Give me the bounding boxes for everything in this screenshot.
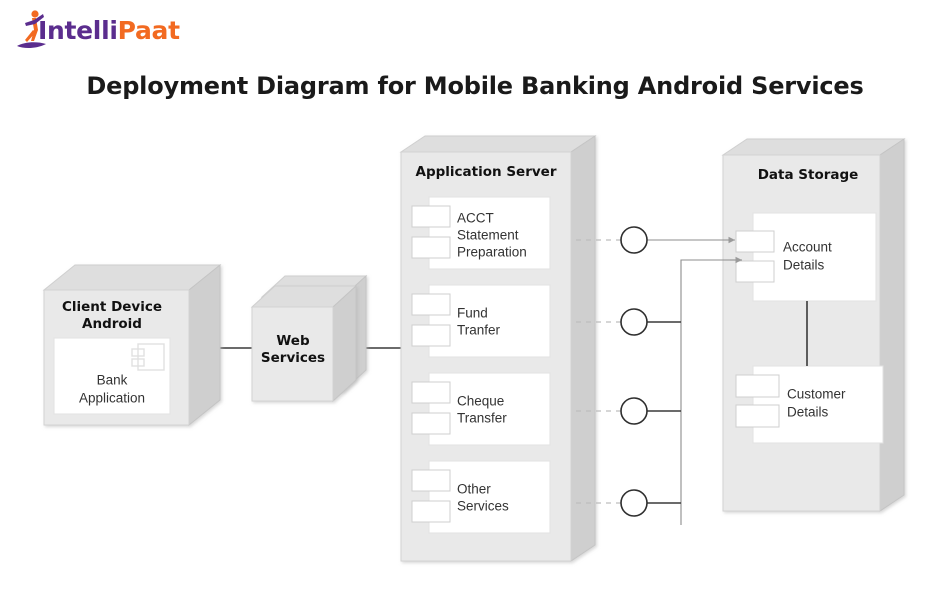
application-server-side-face bbox=[570, 135, 596, 562]
fund-tranfer-label-line1: Fund bbox=[457, 306, 488, 321]
interface-ball-3 bbox=[620, 397, 648, 425]
component-cheque-transfer: Cheque Transfer bbox=[411, 372, 551, 446]
account-details-label-line1: Account bbox=[783, 240, 832, 255]
other-services-tab-upper bbox=[411, 469, 451, 492]
uml-component-icon bbox=[131, 343, 165, 371]
component-acct-statement-preparation: ACCT Statement Preparation bbox=[411, 196, 551, 270]
node-web-services bbox=[250, 284, 358, 403]
application-server-title: Application Server bbox=[416, 164, 557, 180]
client-device-side-face bbox=[188, 263, 221, 427]
intellipaat-logo: IntelliPaat bbox=[16, 6, 196, 54]
data-storage-side-face bbox=[879, 138, 905, 512]
logo-word-intelli: Intelli bbox=[38, 15, 118, 45]
customer-details-label-line1: Customer bbox=[787, 387, 846, 402]
account-details-label-line2: Details bbox=[783, 258, 825, 273]
acct-statement-label-line2: Statement bbox=[457, 228, 519, 243]
interface-ball-2 bbox=[620, 308, 648, 336]
node-data-storage bbox=[721, 138, 906, 512]
acct-statement-tab-upper bbox=[411, 205, 451, 228]
bank-application-label-line2: Application bbox=[79, 391, 145, 406]
logo-word-paat: Paat bbox=[117, 15, 180, 45]
customer-details-tab-lower bbox=[735, 404, 780, 428]
web-services-title-line2: Services bbox=[261, 350, 325, 366]
component-account-details: Account Details bbox=[735, 212, 877, 302]
web-services-title-line1: Web bbox=[276, 333, 310, 349]
account-details-box bbox=[752, 212, 877, 302]
cheque-transfer-tab-upper bbox=[411, 381, 451, 404]
customer-details-label-line2: Details bbox=[787, 405, 829, 420]
page-title: Deployment Diagram for Mobile Banking An… bbox=[86, 72, 864, 100]
web-services-front-face bbox=[251, 306, 334, 402]
cheque-transfer-label-line1: Cheque bbox=[457, 394, 504, 409]
data-storage-top-face bbox=[721, 138, 906, 156]
application-server-top-face bbox=[399, 135, 597, 153]
other-services-label-line1: Other bbox=[457, 482, 491, 497]
component-other-services: Other Services bbox=[411, 460, 551, 534]
component-customer-details: Customer Details bbox=[735, 365, 884, 444]
fund-tranfer-tab-lower bbox=[411, 324, 451, 347]
fund-tranfer-label-line2: Tranfer bbox=[457, 323, 501, 338]
fund-tranfer-tab-upper bbox=[411, 293, 451, 316]
connector-trunk-bus bbox=[680, 259, 740, 525]
person-figure-icon bbox=[16, 8, 50, 52]
acct-statement-label-line1: ACCT bbox=[457, 211, 494, 226]
cheque-transfer-tab-lower bbox=[411, 412, 451, 435]
data-storage-front-face bbox=[722, 154, 881, 512]
customer-details-tab-upper bbox=[735, 374, 780, 398]
data-storage-title: Data Storage bbox=[758, 167, 859, 183]
client-device-title-line2: Android bbox=[82, 316, 142, 332]
component-bank-application: Bank Application bbox=[53, 337, 171, 415]
web-services-side-face bbox=[332, 284, 357, 403]
acct-statement-tab-lower bbox=[411, 236, 451, 259]
interface-ball-1 bbox=[620, 226, 648, 254]
account-details-tab-lower bbox=[735, 260, 775, 283]
account-details-tab-upper bbox=[735, 230, 775, 253]
logo-wordmark: IntelliPaat bbox=[38, 18, 180, 43]
acct-statement-label-line3: Preparation bbox=[457, 245, 527, 260]
client-device-title-line1: Client Device bbox=[62, 299, 162, 315]
interface-ball-4 bbox=[620, 489, 648, 517]
cheque-transfer-label-line2: Transfer bbox=[457, 411, 507, 426]
bank-application-box bbox=[53, 337, 171, 415]
component-fund-tranfer: Fund Tranfer bbox=[411, 284, 551, 358]
other-services-label-line2: Services bbox=[457, 499, 509, 514]
bank-application-label-line1: Bank bbox=[97, 373, 128, 388]
other-services-tab-lower bbox=[411, 500, 451, 523]
